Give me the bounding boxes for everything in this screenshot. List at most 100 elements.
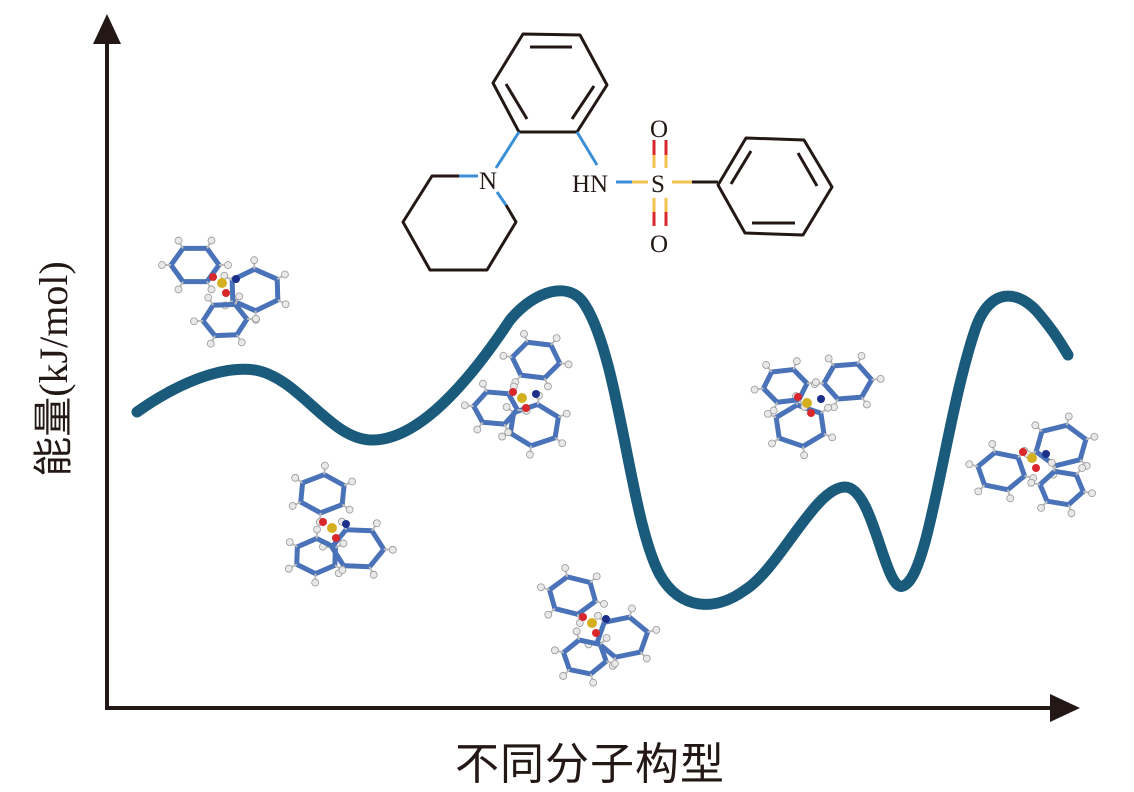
hydrogen-atom	[573, 628, 580, 635]
sulfur-atom	[327, 523, 337, 533]
hydrogen-atom	[225, 262, 232, 269]
ring	[824, 364, 872, 399]
hydrogen-atom	[500, 352, 507, 359]
hydrogen-atom	[829, 434, 836, 441]
hydrogen-atom	[208, 286, 215, 293]
oxygen-atom	[332, 534, 340, 542]
hydrogen-atom	[1068, 510, 1075, 517]
oxygen-atom	[807, 409, 815, 417]
hydrogen-atom	[251, 257, 258, 264]
hydrogen-atom	[370, 571, 377, 578]
hydrogen-atom	[373, 520, 380, 527]
energy-curve	[137, 291, 1068, 605]
hydrogen-atom	[505, 429, 512, 436]
ring	[1036, 425, 1086, 466]
ring	[512, 342, 559, 378]
hydrogen-atom	[175, 237, 182, 244]
ring	[232, 269, 278, 311]
atom-n-piperidine: N	[479, 168, 497, 195]
hydrogen-atom	[863, 401, 870, 408]
ring	[978, 453, 1025, 490]
hydrogen-atom	[503, 404, 510, 411]
conformer-6	[966, 413, 1098, 517]
oxygen-atom	[319, 518, 327, 526]
hydrogen-atom	[562, 565, 569, 572]
hydrogen-atom	[340, 540, 347, 547]
atom-nh: HN	[572, 171, 608, 198]
hydrogen-atom	[236, 293, 243, 300]
hydrogen-atom	[1028, 479, 1035, 486]
sulfur-atom	[1027, 453, 1037, 463]
hydrogen-atom	[349, 478, 356, 485]
oxygen-atom	[579, 613, 587, 621]
nitrogen-atom	[1042, 450, 1050, 458]
hydrogen-atom	[563, 410, 570, 417]
hydrogen-atom	[600, 600, 607, 607]
nitrogen-atom	[342, 520, 350, 528]
conformer-4	[537, 565, 659, 687]
ring	[474, 392, 518, 424]
hydrogen-atom	[793, 358, 800, 365]
hydrogen-atom	[975, 488, 982, 495]
conformer-5	[751, 352, 884, 458]
oxygen-atom	[509, 388, 517, 396]
atom-s: S	[651, 171, 665, 198]
ring	[550, 577, 596, 614]
hydrogen-atom	[989, 441, 996, 448]
oxygen-atom	[794, 393, 802, 401]
hydrogen-atom	[289, 502, 296, 509]
hydrogen-atom	[553, 335, 560, 342]
hydrogen-atom	[205, 294, 212, 301]
hydrogen-atom	[1091, 433, 1098, 440]
hydrogen-atom	[770, 407, 777, 414]
sulfur-atom	[217, 278, 227, 288]
y-axis-arrow-icon	[93, 14, 121, 44]
hydrogen-atom	[312, 579, 319, 586]
hydrogen-atom	[565, 361, 572, 368]
hydrogen-atom	[825, 404, 832, 411]
ring	[776, 405, 824, 446]
ring	[1040, 471, 1083, 504]
chemical-structure	[403, 34, 832, 270]
hydrogen-atom	[643, 655, 650, 662]
atom-o-top: O	[650, 116, 668, 143]
hydrogen-atom	[175, 286, 182, 293]
hydrogen-atom	[1065, 413, 1072, 420]
hydrogen-atom	[653, 626, 660, 633]
oxygen-atom	[222, 289, 230, 297]
hydrogen-atom	[339, 567, 346, 574]
nitrogen-atom	[602, 615, 610, 623]
conformer-3	[461, 330, 572, 458]
hydrogen-atom	[1089, 490, 1096, 497]
hydrogen-atom	[551, 647, 558, 654]
hydrogen-atom	[314, 526, 321, 533]
hydrogen-atom	[751, 386, 758, 393]
hydrogen-atom	[1079, 465, 1086, 472]
hydrogen-atom	[285, 565, 292, 572]
hydrogen-atom	[281, 271, 288, 278]
hydrogen-atom	[812, 379, 819, 386]
conformer-2	[285, 462, 396, 586]
sulfur-atom	[802, 398, 812, 408]
hydrogen-atom	[544, 383, 551, 390]
hydrogen-atom	[499, 433, 506, 440]
hydrogen-atom	[877, 375, 884, 382]
hydrogen-atom	[769, 440, 776, 447]
nitrogen-atom	[817, 395, 825, 403]
hydrogen-atom	[590, 679, 597, 686]
hydrogen-atom	[966, 461, 973, 468]
oxygen-atom	[1032, 464, 1040, 472]
hydrogen-atom	[346, 506, 353, 513]
hydrogen-atom	[611, 660, 618, 667]
hydrogen-atom	[282, 301, 289, 308]
ring	[332, 530, 384, 567]
hydrogen-atom	[286, 539, 293, 546]
hydrogen-atom	[321, 462, 328, 469]
oxygen-atom	[592, 629, 600, 637]
hydrogen-atom	[603, 634, 610, 641]
hydrogen-atom	[159, 262, 166, 269]
hydrogen-atom	[292, 474, 299, 481]
hydrogen-atom	[252, 315, 259, 322]
hydrogen-atom	[593, 573, 600, 580]
